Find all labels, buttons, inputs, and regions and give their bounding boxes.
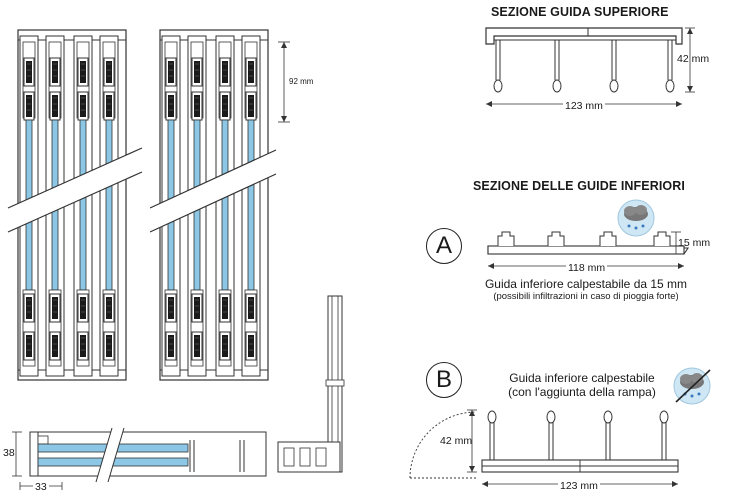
- lower-rail-a: [487, 231, 690, 269]
- lower-section-title: SEZIONE DELLE GUIDE INFERIORI: [473, 179, 685, 193]
- jamb-profile: [277, 295, 345, 473]
- upper-rail-section: [485, 27, 695, 107]
- elevation-spacing-label: 92 mm: [289, 77, 314, 86]
- option-b-caption-1: Guida inferiore calpestabile: [509, 371, 655, 385]
- plan-section: [12, 427, 267, 490]
- lower-rail-b: [409, 409, 679, 487]
- option-b-badge: B: [426, 362, 462, 398]
- upper-width-label: 123 mm: [563, 100, 605, 112]
- rain-cloud-icon: [617, 199, 655, 237]
- plan-width-label: 33: [33, 481, 49, 493]
- option-a-note: (possibili infiltrazioni in caso di piog…: [493, 291, 679, 302]
- option-a-height-label: 15 mm: [678, 237, 711, 249]
- option-a-badge: A: [426, 228, 462, 264]
- upper-section-title: SEZIONE GUIDA SUPERIORE: [491, 5, 669, 19]
- option-b-caption-2: (con l'aggiunta della rampa): [508, 385, 656, 399]
- break-band: [7, 147, 277, 233]
- spacing-dimension: [278, 41, 290, 123]
- option-b-width-label: 123 mm: [558, 480, 600, 492]
- upper-height-label: 42 mm: [677, 53, 710, 65]
- no-rain-icon: [673, 367, 711, 405]
- plan-height-label: 38: [3, 447, 15, 459]
- option-a-width-label: 118 mm: [566, 262, 608, 274]
- option-a-caption: Guida inferiore calpestabile da 15 mm: [484, 277, 688, 291]
- option-b-height-label: 42 mm: [440, 435, 473, 447]
